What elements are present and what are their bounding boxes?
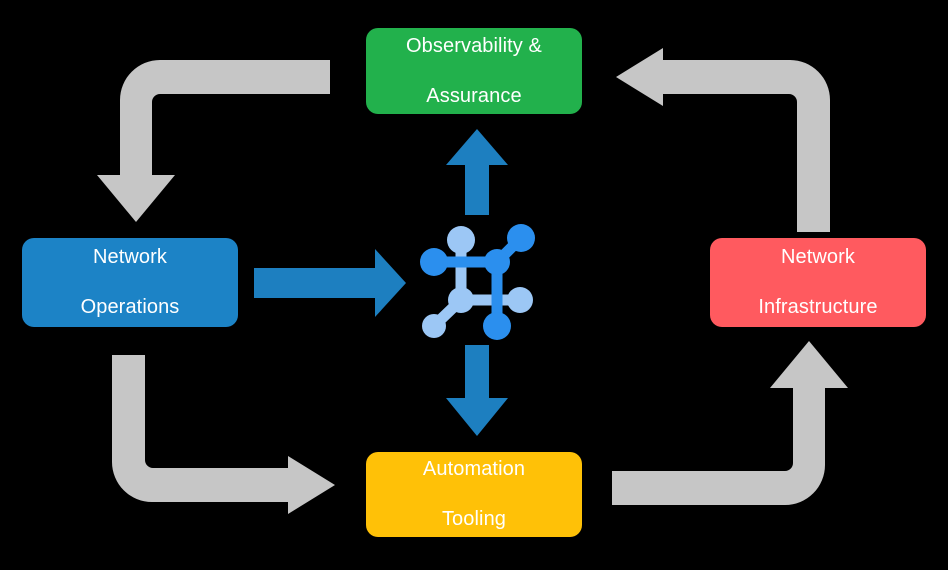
node-infrastructure-line2: Infrastructure — [758, 296, 878, 318]
node-observability-line1: Observability & — [406, 34, 542, 57]
node-observability-line2: Assurance — [426, 84, 522, 107]
flow-arrow-operations-to-automation — [112, 355, 335, 514]
node-infrastructure-line1: Network — [780, 246, 856, 268]
flow-arrow-operations-to-observability — [97, 60, 330, 222]
node-observability-assurance[interactable]: Observability & Assurance — [366, 28, 582, 114]
network-icon-light-nodes — [422, 226, 533, 338]
network-icon-dark-nodes — [420, 224, 535, 340]
node-observability-label: Observability & Assurance — [386, 34, 562, 109]
flow-arrow-automation-to-infrastructure — [612, 341, 848, 505]
flow-arrow-observability-to-infrastructure — [616, 48, 830, 232]
node-automation-line2: Tooling — [441, 508, 507, 530]
node-automation-line1: Automation — [422, 458, 526, 480]
node-operations-line2: Operations — [80, 296, 180, 318]
node-operations-line1: Network — [92, 246, 168, 268]
accent-arrow-operations-to-center — [254, 249, 406, 317]
accent-arrow-center-to-automation — [446, 345, 508, 436]
accent-arrow-center-to-observability — [446, 129, 508, 215]
